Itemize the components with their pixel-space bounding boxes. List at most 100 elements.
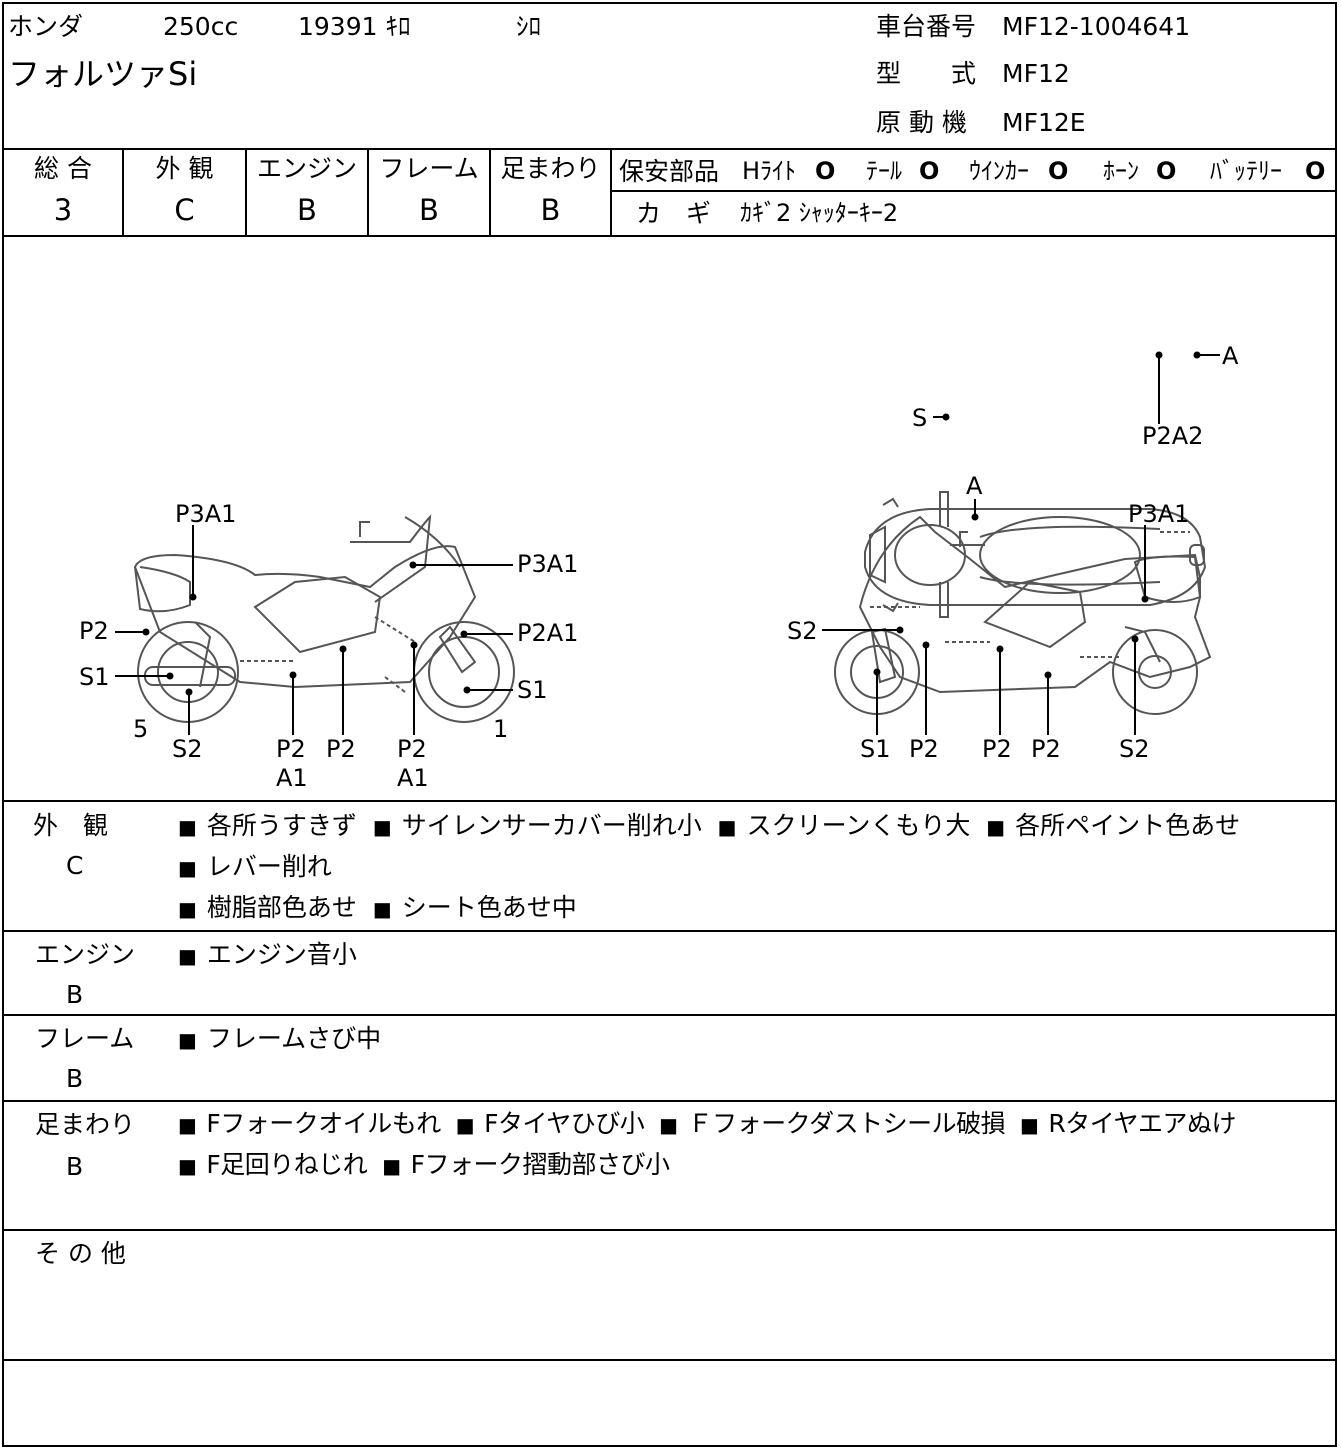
grade-engine-value: B [297, 193, 317, 227]
list-item: ■樹脂部色あせ [178, 893, 357, 922]
left-a1-bottom-a-label: A1 [276, 764, 308, 792]
section-engine-items: ■エンジン音小 [178, 935, 1333, 976]
maker-name: ホンダ [8, 12, 84, 41]
model-name: フォルツァSi [8, 55, 198, 93]
key-value: ｶｷﾞ2 ｼｬｯﾀｰｷｰ2 [740, 199, 899, 227]
section-other-label: そ の 他 [35, 1239, 126, 1268]
safety-winker-status: O [1048, 157, 1069, 185]
divider [610, 148, 612, 236]
section-frame-grade: B [66, 1064, 84, 1093]
body-color: ｼﾛ [516, 12, 542, 41]
safety-winker-label: ｳｲﾝｶｰ [969, 157, 1029, 185]
left-one-label: 1 [493, 715, 508, 743]
right-s1-label: S1 [860, 735, 891, 763]
section-suspension-grade: B [66, 1152, 84, 1181]
safety-battery-status: O [1305, 157, 1326, 185]
left-p2-label: P2 [79, 617, 109, 645]
right-s2-left-label: S2 [787, 617, 818, 645]
section-frame-label: フレーム [35, 1024, 135, 1053]
right-s2-right-label: S2 [1119, 735, 1150, 763]
divider [2, 1014, 1337, 1016]
list-item: ■シート色あせ中 [372, 893, 577, 922]
grade-suspension-label: 足まわり [500, 154, 601, 183]
left-s1-right-label: S1 [517, 676, 548, 704]
divider [2, 148, 1337, 150]
scooter-left-view [133, 514, 515, 723]
left-p2-bottom-a-label: P2 [276, 735, 306, 763]
grade-suspension-value: B [540, 193, 561, 227]
engine-model-label: 原 動 機 [876, 108, 967, 137]
divider [2, 1359, 1337, 1361]
left-p2-bottom-label: P2 [326, 735, 356, 763]
damage-diagram: A S P2A2 P3A1 P3A1 P2A1 P2 S1 S1 5 1 S2 … [79, 342, 1239, 792]
mileage: 19391 ｷﾛ [298, 12, 411, 41]
list-item: ■スクリーンくもり大 [717, 811, 971, 840]
divider [2, 800, 1337, 802]
type-value: MF12 [1002, 59, 1070, 88]
section-frame-items: ■フレームさび中 [178, 1019, 1333, 1060]
grade-overall-label: 総 合 [34, 154, 92, 183]
list-item: ■サイレンサーカバー削れ小 [372, 811, 702, 840]
divider [612, 190, 1337, 192]
top-view-a-label: A [1222, 342, 1239, 370]
divider [2, 235, 1337, 237]
list-item: ■各所ペイント色あせ [986, 811, 1241, 840]
list-item: ■エンジン音小 [178, 940, 357, 969]
left-p3a1-right-label: P3A1 [517, 550, 578, 578]
list-item: ■Rタイヤエアぬけ [1019, 1109, 1237, 1138]
left-p3a1-top-label: P3A1 [175, 500, 236, 528]
grade-exterior-label: 外 観 [155, 154, 214, 183]
divider [2, 930, 1337, 932]
top-view-s-label: S [912, 404, 927, 432]
divider [245, 148, 247, 236]
list-item: ■Fフォーク摺動部さび小 [382, 1150, 670, 1179]
list-item: ■レバー削れ [178, 852, 332, 881]
divider [489, 148, 491, 236]
displacement: 250cc [163, 12, 239, 41]
engine-model-value: MF12E [1002, 108, 1086, 137]
right-p2-1-label: P2 [909, 735, 939, 763]
divider [367, 148, 369, 236]
section-engine-grade: B [66, 980, 84, 1009]
grade-exterior-value: C [174, 193, 195, 227]
top-view-p2a2-label: P2A2 [1142, 422, 1203, 450]
divider [122, 148, 124, 236]
safety-horn-label: ﾎｰﾝ [1103, 157, 1139, 185]
right-p2-2-label: P2 [982, 735, 1012, 763]
grade-frame-label: フレーム [379, 154, 479, 183]
section-exterior-label: 外 観 [33, 811, 109, 840]
grade-overall-value: 3 [53, 193, 73, 227]
list-item: ■Ｆフォークダストシール破損 [659, 1109, 1006, 1138]
right-p2-3-label: P2 [1031, 735, 1061, 763]
section-suspension-label: 足まわり [35, 1110, 136, 1139]
left-five-label: 5 [133, 715, 148, 743]
type-label: 型 式 [876, 59, 977, 88]
right-a-label: A [966, 472, 983, 500]
key-label: カ ギ [636, 199, 712, 228]
section-suspension-items: ■Fフォークオイルもれ ■Fタイヤひび小 ■Ｆフォークダストシール破損 ■Rタイ… [178, 1104, 1333, 1186]
safety-taillight-label: ﾃｰﾙ [866, 157, 902, 185]
safety-battery-label: ﾊﾞｯﾃﾘｰ [1210, 157, 1282, 185]
safety-headlight-label: Hﾗｲﾄ [742, 157, 797, 185]
left-p2a1-label: P2A1 [517, 619, 578, 647]
right-p3a1-label: P3A1 [1128, 500, 1189, 528]
safety-parts-label: 保安部品 [619, 157, 720, 186]
grade-frame-value: B [419, 193, 439, 227]
left-s2-label: S2 [172, 735, 203, 763]
list-item: ■フレームさび中 [178, 1024, 382, 1053]
scooter-right-view [834, 515, 1212, 715]
section-exterior-items: ■各所うすきず ■サイレンサーカバー削れ小 ■スクリーンくもり大 ■各所ペイント… [178, 806, 1333, 929]
frame-number: MF12-1004641 [1002, 12, 1191, 41]
frame-number-label: 車台番号 [876, 12, 977, 41]
grade-engine-label: エンジン [256, 154, 357, 183]
left-a1-bottom-b-label: A1 [397, 764, 429, 792]
list-item: ■各所うすきず [178, 811, 357, 840]
left-s1-label: S1 [79, 663, 110, 691]
divider [2, 1100, 1337, 1102]
left-p2-bottom-b-label: P2 [397, 735, 427, 763]
safety-taillight-status: O [919, 157, 940, 185]
safety-horn-status: O [1156, 157, 1177, 185]
list-item: ■Fフォークオイルもれ [178, 1109, 441, 1138]
list-item: ■F足回りねじれ [178, 1150, 368, 1179]
